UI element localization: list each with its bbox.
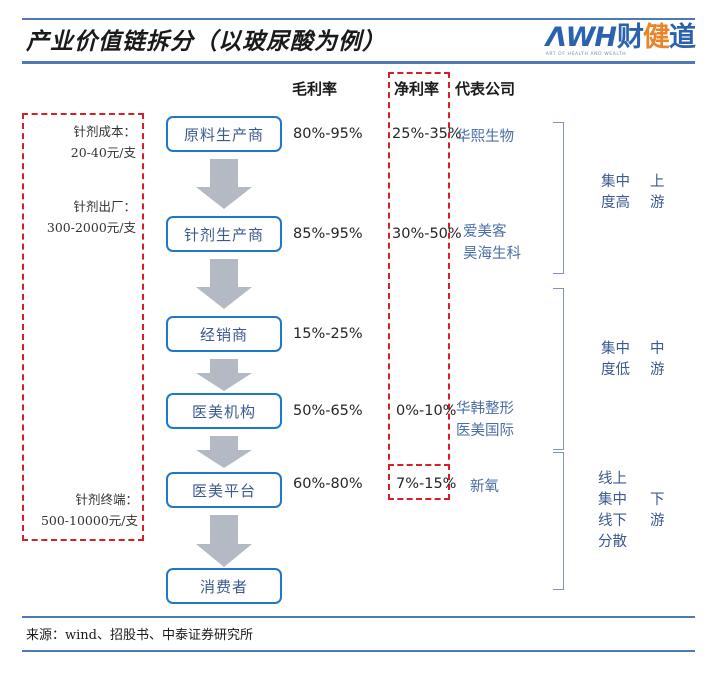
group-label-upstream-concentration: 集中 度高 (601, 172, 630, 214)
chain-stage-raw-material[interactable]: 原料生产商 (166, 116, 282, 152)
downstream-stream-line1: 下 (650, 492, 665, 508)
group-label-upstream-stream: 上 游 (650, 172, 665, 214)
net-margin-raw-material: 25%-35% (392, 126, 462, 142)
midstream-conc-line2: 度低 (601, 362, 630, 379)
downstream-conc-line4: 分散 (598, 534, 627, 551)
logo-wordmark: ΛWH 财健道 (545, 22, 696, 53)
group-label-downstream-stream: 下 游 (650, 490, 665, 532)
gross-margin-distributor: 15%-25% (293, 326, 363, 342)
flow-arrow-5 (196, 515, 252, 567)
companies-platform: 新氧 (470, 479, 499, 495)
gross-margin-raw-material: 80%-95% (293, 126, 363, 142)
footer-rule-top (22, 616, 695, 618)
column-header-gross-margin: 毛利率 (292, 80, 338, 98)
group-label-downstream-concentration: 线上 集中 线下 分散 (598, 469, 627, 553)
upstream-conc-line2: 度高 (601, 195, 630, 212)
column-header-net-margin: 净利率 (394, 80, 440, 98)
chain-stage-platform[interactable]: 医美平台 (166, 472, 282, 508)
cost-note-factory-label: 针剂出厂： (73, 199, 136, 214)
downstream-stream-line2: 游 (650, 513, 665, 530)
logo-accent-glyph: 健 (643, 22, 670, 53)
chain-stage-clinic[interactable]: 医美机构 (166, 393, 282, 429)
injection-cost-callout-box (22, 113, 144, 541)
company-haohai: 昊海生科 (463, 246, 521, 263)
logo-chinese-name: 财健道 (617, 22, 696, 53)
bracket-midstream (553, 288, 564, 450)
chain-stage-injection-maker[interactable]: 针剂生产商 (166, 216, 282, 252)
companies-clinic: 华韩整形 医美国际 (456, 398, 514, 443)
upstream-conc-line1: 集中 (601, 174, 630, 190)
cost-note-material-value: 20-40元/支 (70, 144, 136, 160)
flow-arrow-1 (196, 159, 252, 209)
net-margin-injection-maker: 30%-50% (392, 226, 462, 242)
flow-arrow-4 (196, 436, 252, 468)
companies-injection-maker: 爱美客 昊海生科 (463, 221, 521, 266)
chain-stage-distributor[interactable]: 经销商 (166, 316, 282, 352)
page-title: 产业价值链拆分（以玻尿酸为例） (26, 28, 386, 55)
cost-note-material: 针剂成本： 20-40元/支 (30, 122, 136, 163)
source-note: 来源：wind、招股书、中泰证券研究所 (26, 628, 253, 643)
midstream-stream-line1: 中 (650, 341, 665, 357)
upstream-stream-line2: 游 (650, 195, 665, 212)
company-imeik: 爱美客 (463, 224, 507, 240)
logo-tagline: ART OF HEALTH AND WEALTH (545, 52, 627, 57)
upstream-stream-line1: 上 (650, 174, 665, 190)
gross-margin-injection-maker: 85%-95% (293, 226, 363, 242)
downstream-conc-line3: 线下 (598, 513, 627, 530)
net-margin-platform: 7%-15% (396, 476, 457, 492)
flow-arrow-2 (196, 259, 252, 309)
gross-margin-clinic: 50%-65% (293, 403, 363, 419)
net-margin-clinic: 0%-10% (396, 403, 457, 419)
header-rule-top (22, 18, 695, 20)
cost-note-factory-value: 300-2000元/支 (46, 219, 136, 235)
downstream-conc-line2: 集中 (598, 492, 627, 509)
cost-note-terminal-value: 500-10000元/支 (40, 512, 138, 528)
bracket-downstream (553, 452, 564, 590)
bracket-upstream (553, 122, 564, 274)
column-header-companies: 代表公司 (455, 80, 516, 98)
company-huahan: 华韩整形 (456, 401, 514, 417)
midstream-stream-line2: 游 (650, 362, 665, 379)
chain-stage-consumer[interactable]: 消费者 (166, 568, 282, 604)
logo-awh-mark: ΛWH (545, 22, 617, 53)
group-label-midstream-concentration: 集中 度低 (601, 339, 630, 381)
companies-raw-material: 华熙生物 (456, 129, 514, 145)
cost-note-terminal: 针剂终端： 500-10000元/支 (20, 490, 138, 531)
cost-note-terminal-label: 针剂终端： (75, 492, 138, 507)
company-ami: 医美国际 (456, 423, 514, 440)
header-rule-bottom (22, 61, 695, 64)
cost-note-material-label: 针剂成本： (73, 124, 136, 139)
gross-margin-platform: 60%-80% (293, 476, 363, 492)
brand-logo: ΛWH 财健道 ART OF HEALTH AND WEALTH (545, 22, 696, 58)
flow-arrow-3 (196, 359, 252, 391)
downstream-conc-line1: 线上 (598, 471, 627, 487)
cost-note-factory: 针剂出厂： 300-2000元/支 (24, 197, 136, 238)
footer-rule-bottom (22, 650, 695, 652)
midstream-conc-line1: 集中 (601, 341, 630, 357)
group-label-midstream-stream: 中 游 (650, 339, 665, 381)
